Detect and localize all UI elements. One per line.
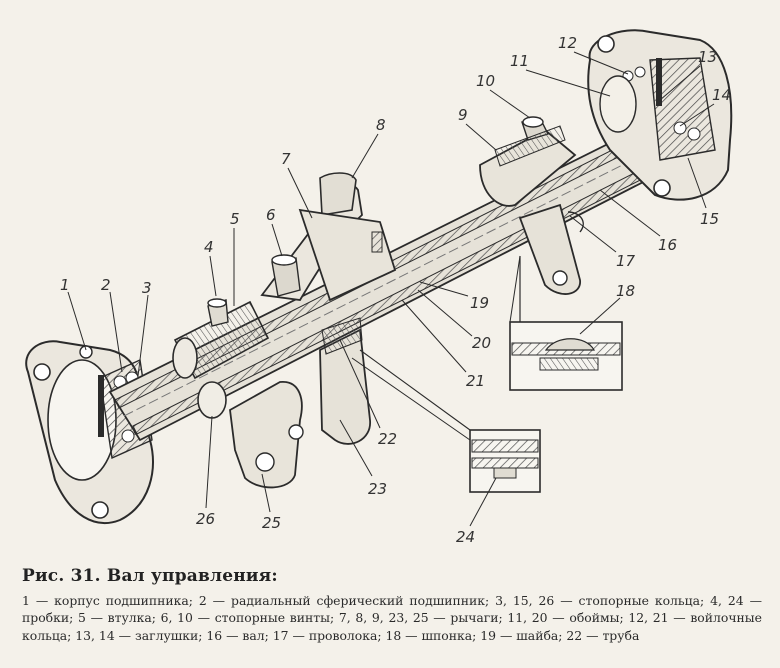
caption-legend: 1 — корпус подшипника; 2 — радиальный сф… — [22, 593, 762, 643]
callout-9: 9 — [458, 106, 468, 124]
callout-19: 19 — [470, 294, 489, 312]
detail-inset-plug — [351, 349, 541, 493]
lever-25 — [197, 381, 304, 489]
callout-25: 25 — [262, 514, 281, 532]
control-shaft-drawing: 1 2 3 4 5 6 7 8 9 10 11 12 13 14 15 16 1… — [25, 29, 733, 546]
lever-9 — [479, 116, 577, 207]
callout-21: 21 — [466, 372, 485, 390]
callout-7: 7 — [281, 150, 291, 168]
caption-title: Рис. 31. Вал управления: — [22, 566, 278, 586]
lever-7-8 — [260, 172, 397, 302]
lever-23 — [319, 317, 371, 445]
detail-inset-key — [509, 255, 623, 391]
callout-2: 2 — [101, 276, 111, 294]
callout-16: 16 — [658, 236, 677, 254]
callout-10: 10 — [476, 72, 495, 90]
callout-8: 8 — [376, 116, 386, 134]
bushing-5 — [172, 298, 270, 380]
callout-12: 12 — [558, 34, 577, 52]
callout-17: 17 — [616, 252, 636, 270]
figure-caption: Рис. 31. Вал управления: 1 — корпус подш… — [22, 566, 762, 644]
callout-20: 20 — [472, 334, 491, 352]
callout-14: 14 — [712, 86, 731, 104]
callout-labels: 1 2 3 4 5 6 7 8 9 10 11 12 13 14 15 16 1… — [60, 34, 731, 546]
callout-23: 23 — [368, 480, 387, 498]
leader-lines — [67, 51, 715, 527]
callout-1: 1 — [60, 276, 70, 294]
callout-18: 18 — [616, 282, 635, 300]
callout-15: 15 — [700, 210, 719, 228]
callout-6: 6 — [266, 206, 276, 224]
callout-4: 4 — [204, 238, 214, 256]
bearing-housing-left — [25, 340, 154, 525]
callout-24: 24 — [456, 528, 475, 546]
callout-13: 13 — [698, 48, 717, 66]
callout-26: 26 — [196, 510, 215, 528]
callout-22: 22 — [378, 430, 397, 448]
callout-3: 3 — [142, 279, 152, 297]
callout-11: 11 — [510, 52, 529, 70]
lever-17 — [518, 203, 584, 295]
callout-5: 5 — [230, 210, 240, 228]
